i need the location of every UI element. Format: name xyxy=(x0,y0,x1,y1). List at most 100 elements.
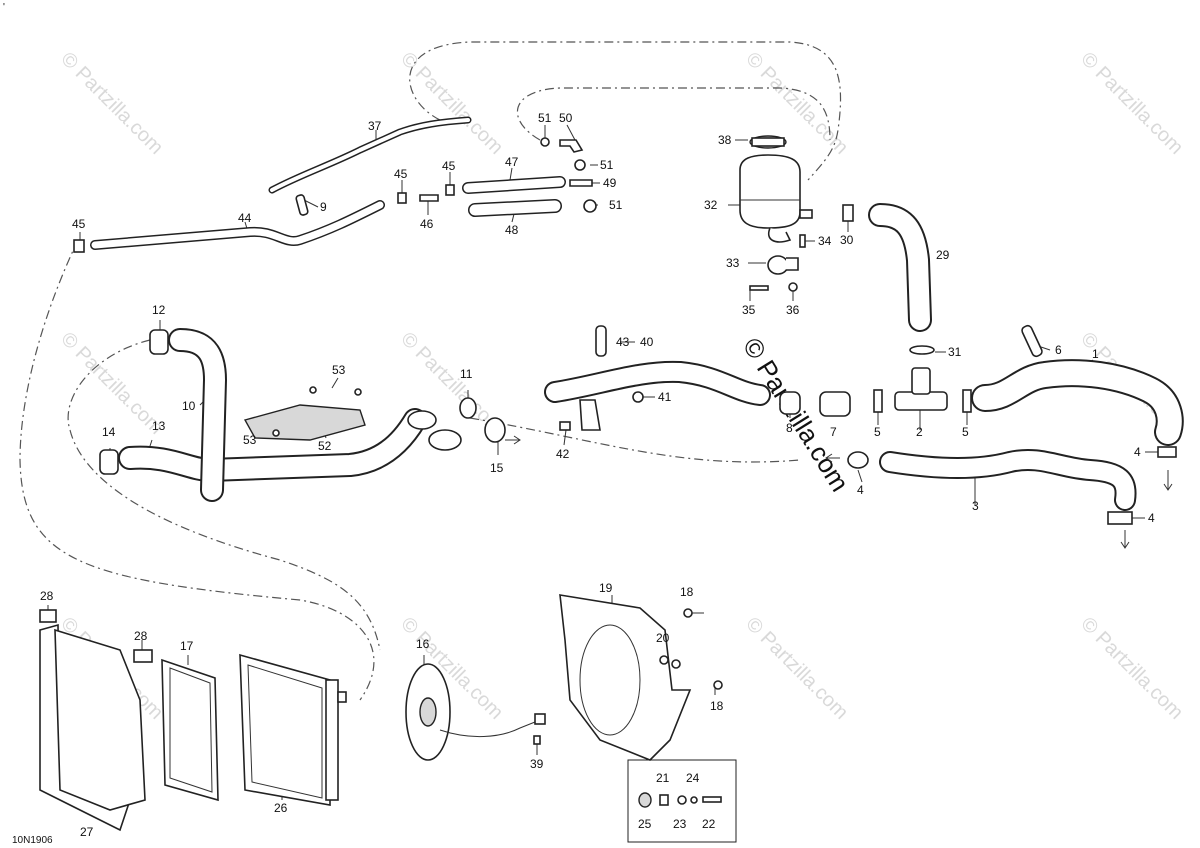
hose-48 xyxy=(468,199,562,217)
callout-41: 41 xyxy=(658,390,672,404)
callout-4: 4 xyxy=(1134,445,1141,459)
callout-1: 1 xyxy=(1092,347,1099,361)
callout-15: 15 xyxy=(490,461,504,475)
clamp-51-top xyxy=(540,137,550,147)
callout-43: 43 xyxy=(616,335,630,349)
spacer-21 xyxy=(659,794,669,806)
callout-46: 46 xyxy=(420,217,434,231)
connector-46 xyxy=(419,194,439,202)
pressure-cap-38 xyxy=(749,135,787,149)
tee-fitting-2 xyxy=(894,367,948,411)
hose-44 xyxy=(73,200,385,253)
clip-6 xyxy=(1021,324,1043,358)
screw-34 xyxy=(799,234,806,248)
callout-9: 9 xyxy=(320,200,327,214)
bracket-28-right xyxy=(133,649,153,663)
pipe-outlet xyxy=(428,429,462,451)
radiator-frame-27 xyxy=(39,623,146,832)
callout-32: 32 xyxy=(704,198,718,212)
callout-12: 12 xyxy=(152,303,166,317)
callout-51: 51 xyxy=(538,111,552,125)
clamp-5-right xyxy=(962,389,972,413)
callout-25: 25 xyxy=(638,817,652,831)
pipe-inlet xyxy=(407,410,437,430)
callout-44: 44 xyxy=(238,211,252,225)
grommet-20a xyxy=(659,655,669,665)
screw-39 xyxy=(533,735,541,745)
callout-40: 40 xyxy=(640,335,654,349)
callout-50: 50 xyxy=(559,111,573,125)
nut-18-top xyxy=(683,608,693,618)
watermark: © Partzilla.com xyxy=(741,613,852,724)
hose-3 xyxy=(879,448,1137,511)
callout-51: 51 xyxy=(600,158,614,172)
callout-28: 28 xyxy=(40,589,54,603)
clamp-4-lower-right xyxy=(1107,511,1133,525)
seal-17 xyxy=(161,658,219,802)
clamp-11 xyxy=(459,397,477,419)
callout-5: 5 xyxy=(962,425,969,439)
callout-31: 31 xyxy=(948,345,962,359)
clamp-30 xyxy=(842,204,854,222)
callout-35: 35 xyxy=(742,303,756,317)
top-loop-line xyxy=(409,41,842,181)
fan-16 xyxy=(405,663,546,761)
flow-arrow xyxy=(825,453,840,463)
watermark: © Partzilla.com xyxy=(56,48,167,159)
callout-6: 6 xyxy=(1055,343,1062,357)
callout-2: 2 xyxy=(916,425,923,439)
callout-13: 13 xyxy=(152,419,166,433)
hose-1 xyxy=(971,359,1184,446)
callout-11: 11 xyxy=(460,367,473,381)
clamp-51-bottom xyxy=(583,199,597,213)
flow-arrow xyxy=(1120,530,1130,549)
clamp-15 xyxy=(484,417,506,443)
callout-30: 30 xyxy=(840,233,854,247)
clip-9 xyxy=(295,194,309,216)
nut-53-left xyxy=(272,429,280,437)
nut-53-right xyxy=(354,388,362,396)
clamp-4-left xyxy=(847,451,869,469)
callout-8: 8 xyxy=(786,421,793,435)
fan-shroud-19 xyxy=(559,594,692,761)
pipe-13 xyxy=(118,408,427,482)
callout-24: 24 xyxy=(686,771,700,785)
callout-39: 39 xyxy=(530,757,544,771)
callout-51: 51 xyxy=(609,198,623,212)
callout-3: 3 xyxy=(972,499,979,513)
callout-29: 29 xyxy=(936,248,950,262)
inner-loop-line xyxy=(516,87,831,141)
callout-21: 21 xyxy=(656,771,670,785)
nut-36 xyxy=(788,282,798,292)
callout-7: 7 xyxy=(830,425,837,439)
callout-27: 27 xyxy=(80,825,94,839)
coolant-reservoir-32 xyxy=(739,154,813,243)
washer-23 xyxy=(677,795,687,805)
hose-47 xyxy=(462,176,566,194)
callout-18: 18 xyxy=(680,585,694,599)
callout-47: 47 xyxy=(505,155,519,169)
callout-16: 16 xyxy=(416,637,430,651)
hose-7 xyxy=(819,391,851,417)
bolt-22 xyxy=(702,796,722,803)
coupler-12 xyxy=(149,329,169,355)
callout-45: 45 xyxy=(394,167,408,181)
callout-5: 5 xyxy=(874,425,881,439)
bracket-28-left xyxy=(39,609,57,623)
grommet-20b xyxy=(671,659,681,669)
callout-36: 36 xyxy=(786,303,800,317)
callout-26: 26 xyxy=(274,801,288,815)
callout-38: 38 xyxy=(718,133,732,147)
routing-lines xyxy=(19,41,842,701)
watermark: © Partzilla.com xyxy=(1076,613,1187,724)
callout-48: 48 xyxy=(505,223,519,237)
callout-34: 34 xyxy=(818,234,832,248)
left-mid-line xyxy=(67,339,381,651)
clamp-45-mid xyxy=(397,192,407,204)
bolt-35 xyxy=(749,285,769,291)
callout-20: 20 xyxy=(656,631,670,645)
clamp-4-upper-right xyxy=(1157,446,1177,458)
callout-22: 22 xyxy=(702,817,716,831)
callout-10: 10 xyxy=(182,399,196,413)
callout-labels: 1 2 3 4 4 4 5 5 6 7 8 9 10 11 12 13 14 1… xyxy=(40,111,1155,839)
